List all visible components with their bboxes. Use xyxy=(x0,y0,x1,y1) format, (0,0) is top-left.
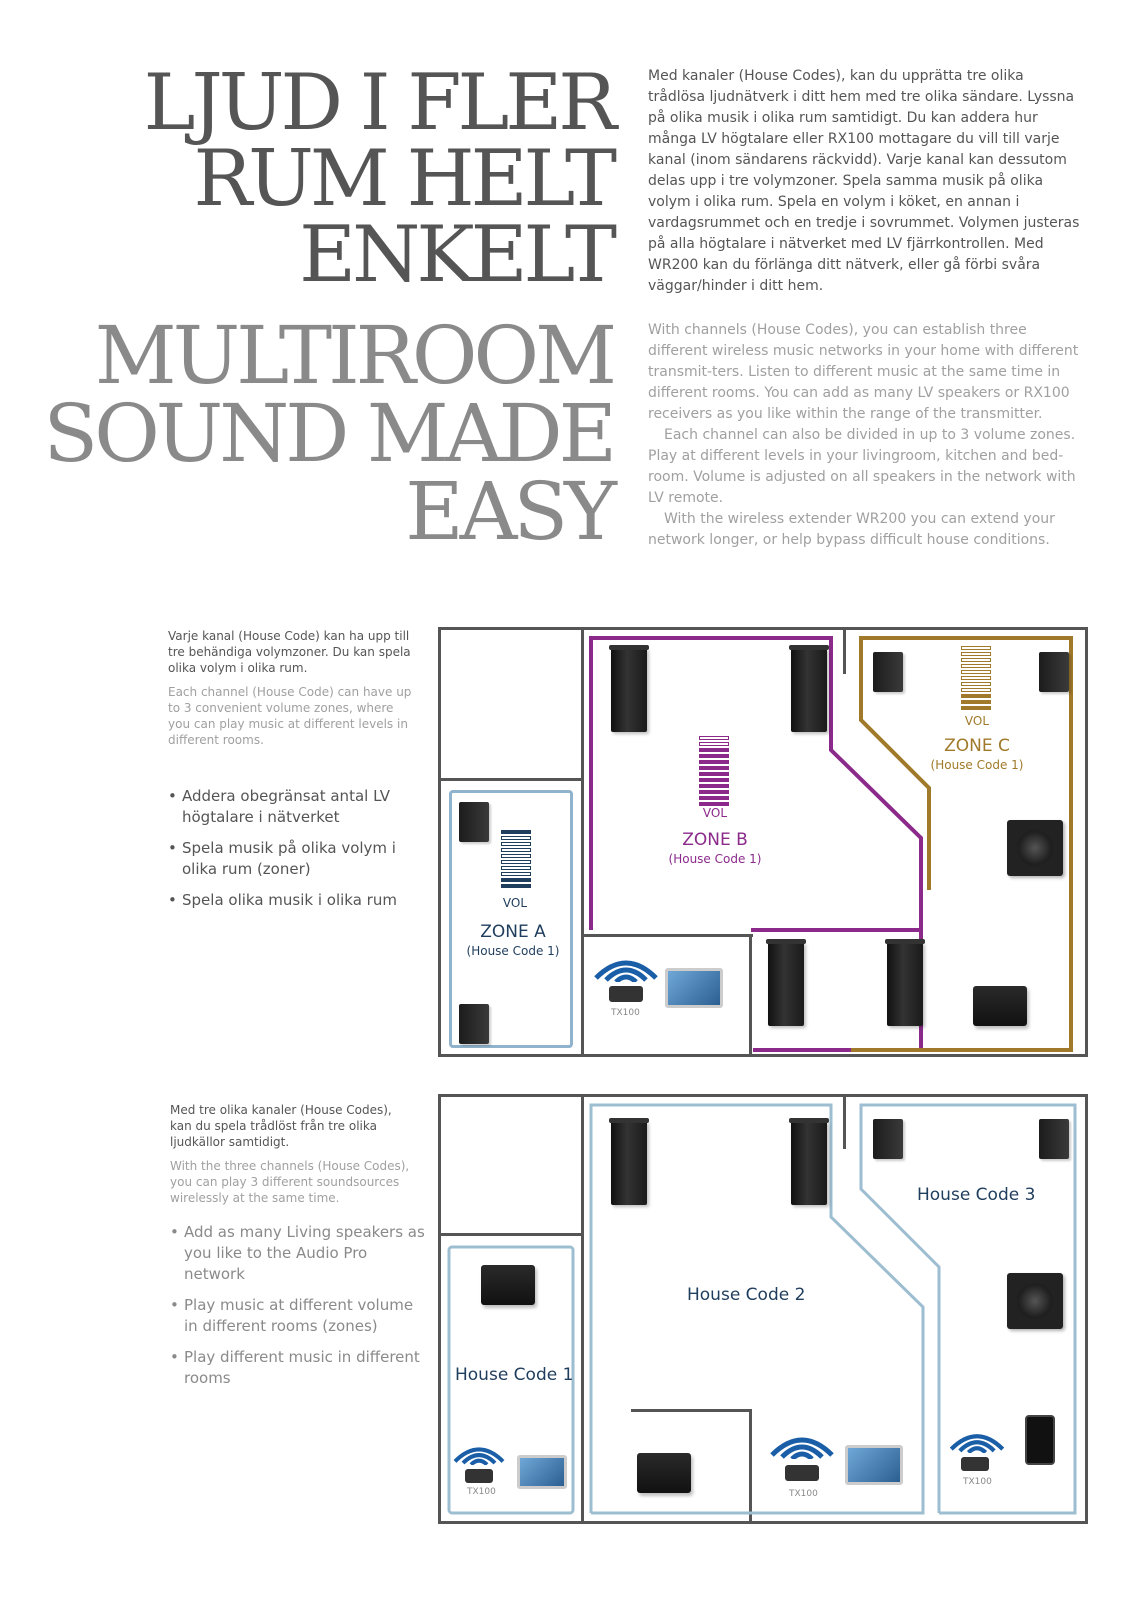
laptop-icon xyxy=(517,1455,567,1489)
laptop-icon xyxy=(845,1445,903,1485)
section1-bullets: Addera obegränsat antal LV högtalare i n… xyxy=(168,786,428,921)
wireless-wave-icon xyxy=(949,1434,1005,1453)
volume-meter-b xyxy=(699,736,729,808)
house-code-outlines xyxy=(447,1103,1077,1515)
wall xyxy=(749,934,752,1054)
laptop-icon xyxy=(665,968,723,1008)
house-code-1-label: House Code 1 xyxy=(455,1365,574,1385)
wireless-wave-icon xyxy=(453,1447,505,1465)
small-speaker xyxy=(459,802,489,842)
zone-c-vol-label: VOL xyxy=(964,714,990,728)
section1-caption-sv: Varje kanal (House Code) kan ha upp till… xyxy=(168,629,411,675)
headline-sv-line-3: ENKELT xyxy=(299,210,617,300)
section2-caption-en: With the three channels (House Codes), y… xyxy=(170,1159,410,1205)
intro-english-p2: Each channel can also be divided in up t… xyxy=(648,427,1076,506)
transmitter-dongle xyxy=(961,1457,989,1471)
box-speaker xyxy=(637,1453,691,1493)
box-speaker xyxy=(481,1265,535,1305)
section2-caption-sv: Med tre olika kanaler (House Codes), kan… xyxy=(170,1103,392,1149)
zone-a-frame xyxy=(449,790,573,1048)
house-code-2-label: House Code 2 xyxy=(687,1285,806,1305)
wall xyxy=(581,934,753,937)
section1-caption-en: Each channel (House Code) can have up to… xyxy=(168,685,412,747)
zone-b-title: ZONE B xyxy=(682,830,748,850)
section2-bullets: Add as many Living speakers as you like … xyxy=(170,1222,430,1399)
headline-en-line-2: SOUND MADE xyxy=(43,387,617,480)
wireless-wave-icon xyxy=(770,1437,834,1459)
zone-a-vol-label: VOL xyxy=(502,896,528,910)
zone-c-code: (House Code 1) xyxy=(930,758,1024,772)
tower-speaker xyxy=(609,1118,649,1205)
small-speaker xyxy=(459,1004,489,1044)
headline-en-line-3: EASY xyxy=(405,465,617,558)
subwoofer xyxy=(1007,1273,1063,1329)
intro-english: With channels (House Codes), you can est… xyxy=(648,320,1080,551)
wall xyxy=(843,1097,846,1149)
tx-label: TX100 xyxy=(611,1008,640,1018)
wall xyxy=(631,1409,751,1412)
wall xyxy=(441,1233,581,1236)
intro-english-p3: With the wireless extender WR200 you can… xyxy=(648,511,1055,548)
small-speaker xyxy=(1039,1119,1069,1159)
floorplan-house-codes: House Code 1 TX100 House Code 2 TX100 Ho… xyxy=(438,1094,1088,1524)
tower-speaker xyxy=(766,939,806,1026)
tx-label: TX100 xyxy=(963,1477,992,1487)
zone-b-vol-label: VOL xyxy=(702,806,728,820)
wall xyxy=(749,1409,752,1521)
headline-en-line-1: MULTIROOM xyxy=(94,309,617,402)
section1-bullet-2: Spela musik på olika volym i olika rum (… xyxy=(168,838,428,880)
tower-speaker xyxy=(885,939,925,1026)
zone-a-code: (House Code 1) xyxy=(466,944,560,958)
box-speaker xyxy=(973,986,1027,1026)
intro-english-p1: With channels (House Codes), you can est… xyxy=(648,322,1079,422)
volume-meter-c xyxy=(961,646,991,712)
section1-bullet-1: Addera obegränsat antal LV högtalare i n… xyxy=(168,786,428,828)
wall xyxy=(581,1097,584,1521)
transmitter-dongle xyxy=(465,1469,493,1483)
transmitter-dongle xyxy=(609,986,643,1002)
zone-a-title: ZONE A xyxy=(480,922,546,942)
house-code-3-label: House Code 3 xyxy=(917,1185,1036,1205)
intro-swedish: Med kanaler (House Codes), kan du upprät… xyxy=(648,68,1080,294)
zone-c-title: ZONE C xyxy=(944,736,1010,756)
subwoofer xyxy=(1007,820,1063,876)
wall xyxy=(581,630,584,1054)
tower-speaker xyxy=(609,645,649,732)
tx-label: TX100 xyxy=(467,1487,496,1497)
tower-speaker xyxy=(789,645,829,732)
small-speaker xyxy=(1039,652,1069,692)
wall xyxy=(441,778,581,781)
volume-meter-a xyxy=(501,830,531,890)
wireless-wave-icon xyxy=(594,960,658,982)
section1-bullet-3: Spela olika musik i olika rum xyxy=(168,890,428,911)
section2-bullet-3: Play different music in different rooms xyxy=(170,1347,430,1389)
small-speaker xyxy=(873,652,903,692)
transmitter-dongle xyxy=(785,1465,819,1481)
headline-sv-line-1: LJUD I FLER xyxy=(143,58,617,148)
tower-speaker xyxy=(789,1118,829,1205)
wall xyxy=(843,630,846,674)
zone-b-code: (House Code 1) xyxy=(668,852,762,866)
floorplan-zones: VOL ZONE A (House Code 1) VOL ZONE B (Ho… xyxy=(438,627,1088,1057)
section2-bullet-2: Play music at different volume in differ… xyxy=(170,1295,430,1337)
phone-dock-icon xyxy=(1025,1415,1055,1465)
section2-bullet-1: Add as many Living speakers as you like … xyxy=(170,1222,430,1285)
tx-label: TX100 xyxy=(789,1489,818,1499)
headline-sv-line-2: RUM HELT xyxy=(193,134,617,224)
small-speaker xyxy=(873,1119,903,1159)
